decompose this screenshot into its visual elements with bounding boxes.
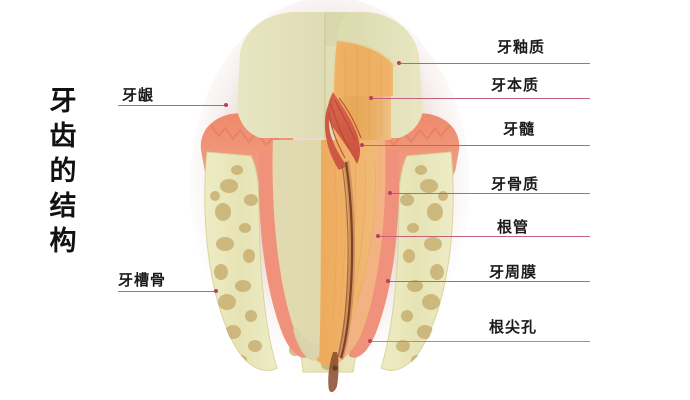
leader-line-gingiva [118,105,228,106]
tooth-cross-section-illustration [185,0,475,400]
leader-dot-pulp [360,143,364,147]
label-root-canal: 根管 [497,218,530,236]
pulp-chamber [325,92,362,170]
leader-dot-apical-foramen [368,339,372,343]
leader-line-alveolar-bone [118,291,218,292]
leader-dot-enamel [397,61,401,65]
title-char-1: 牙 [49,86,77,117]
leader-line-apical-foramen [370,341,590,342]
leader-line-cementum [390,193,590,194]
page-title: 牙 齿 的 结 构 [40,88,86,255]
leader-line-enamel [399,63,590,64]
leader-line-pulp [362,145,590,146]
leader-line-root-canal [378,236,590,237]
label-dentin: 牙本质 [491,76,540,94]
label-periodontal-ligament: 牙周膜 [489,263,538,281]
apical-foramen-opening [328,352,339,393]
leader-dot-dentin [369,96,373,100]
title-char-3: 的 [49,156,77,187]
alveolar-bone-left [204,151,278,371]
label-apical-foramen: 根尖孔 [489,318,538,336]
trabecular-pattern-left [210,165,262,365]
dentin-root-mass [272,140,386,366]
label-gingiva: 牙龈 [122,86,155,104]
label-alveolar-bone: 牙槽骨 [118,271,167,289]
title-char-4: 结 [49,191,77,222]
label-cementum: 牙骨质 [491,175,540,193]
cementum-layer [335,140,386,360]
leader-line-dentin [371,98,590,99]
leader-dot-gingiva [224,103,228,107]
label-pulp: 牙髓 [503,120,536,138]
label-enamel: 牙釉质 [497,38,546,56]
title-char-5: 构 [49,226,77,257]
leader-dot-root-canal [376,234,380,238]
leader-dot-periodontal-ligament [386,279,390,283]
leader-dot-cementum [388,191,392,195]
leader-dot-alveolar-bone [214,289,218,293]
left-root-apex [293,326,319,361]
leader-line-periodontal-ligament [388,281,590,282]
title-char-2: 齿 [49,121,77,152]
root-canal-channel [336,160,356,361]
dentin-crown [333,39,396,140]
